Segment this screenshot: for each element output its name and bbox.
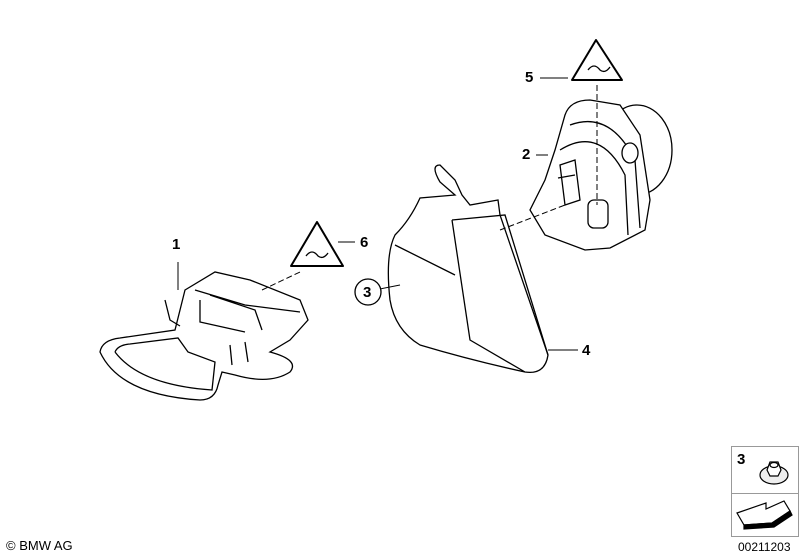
warning-label-6: [290, 221, 344, 267]
callout-2: 2: [522, 146, 531, 163]
callout-4: 4: [582, 342, 591, 359]
callout-3: 3: [363, 284, 372, 301]
document-number: 00211203: [738, 540, 791, 554]
warning-label-5: [571, 39, 623, 81]
legend-box: 3: [731, 446, 799, 537]
part-2-actuator: [529, 99, 673, 251]
direction-arrow-icon: [736, 500, 793, 530]
copyright: © BMW AG: [6, 538, 73, 553]
callout-5: 5: [525, 69, 534, 86]
callout-1: 1: [172, 236, 181, 253]
legend-item-number: 3: [737, 451, 746, 468]
part-4-cover: [387, 164, 549, 374]
callout-6: 6: [360, 234, 369, 251]
leader-lines: [177, 77, 598, 351]
nut-icon: [759, 461, 789, 485]
callout-circle-3: [354, 278, 382, 306]
legend-item-nut: 3: [732, 447, 798, 494]
part-1-bracket: [99, 271, 309, 401]
